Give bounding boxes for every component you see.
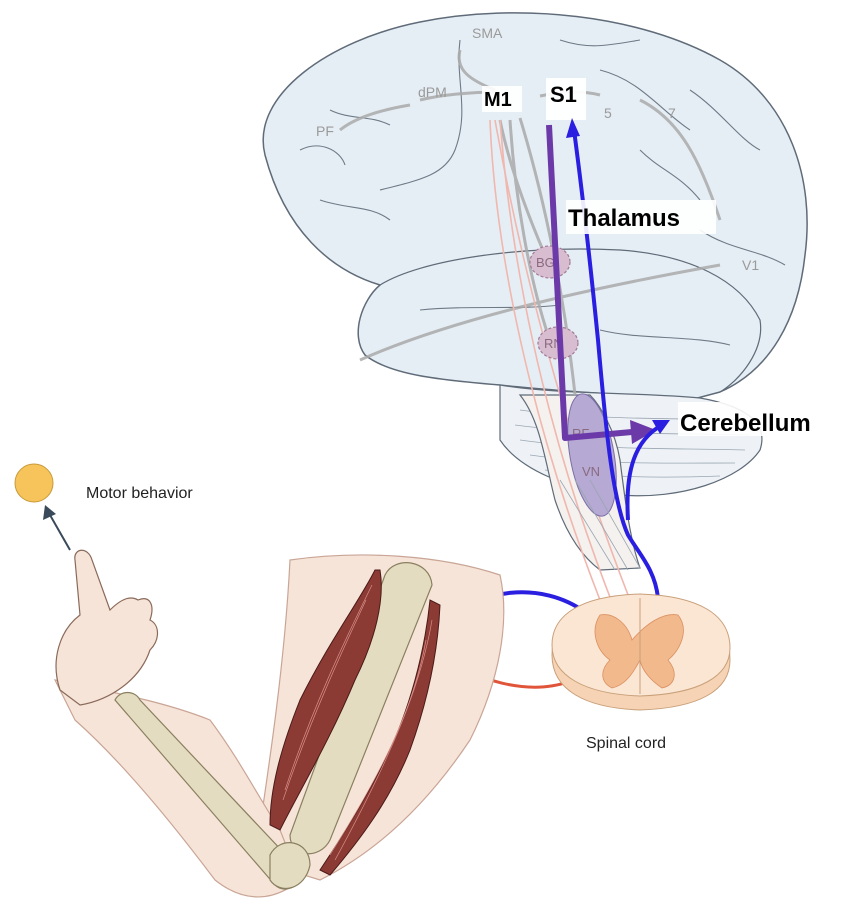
bg-label: BG	[536, 255, 555, 270]
cerebellum-label: Cerebellum	[680, 410, 811, 437]
arm	[55, 550, 504, 897]
motor-behavior-label: Motor behavior	[86, 485, 193, 502]
v1-label: V1	[742, 257, 759, 273]
area7-label: 7	[668, 105, 676, 121]
m1-label: M1	[484, 89, 512, 111]
motor-behavior-arrow	[50, 515, 70, 550]
sma-label: SMA	[472, 25, 503, 41]
hand	[56, 550, 157, 705]
dpm-label: dPM	[418, 84, 447, 100]
target-ball-icon	[15, 464, 53, 502]
s1-label: S1	[550, 82, 577, 107]
area5-label: 5	[604, 105, 612, 121]
brain: BG RN RF VN	[263, 13, 807, 610]
elbow-joint	[270, 843, 310, 889]
motor-behavior-arrowhead	[43, 505, 56, 520]
spinal-cord-label: Spinal cord	[586, 735, 666, 752]
spinal-cord	[552, 594, 730, 710]
vn-label: VN	[582, 464, 600, 479]
thalamus-label: Thalamus	[568, 205, 680, 232]
pf-label: PF	[316, 123, 334, 139]
